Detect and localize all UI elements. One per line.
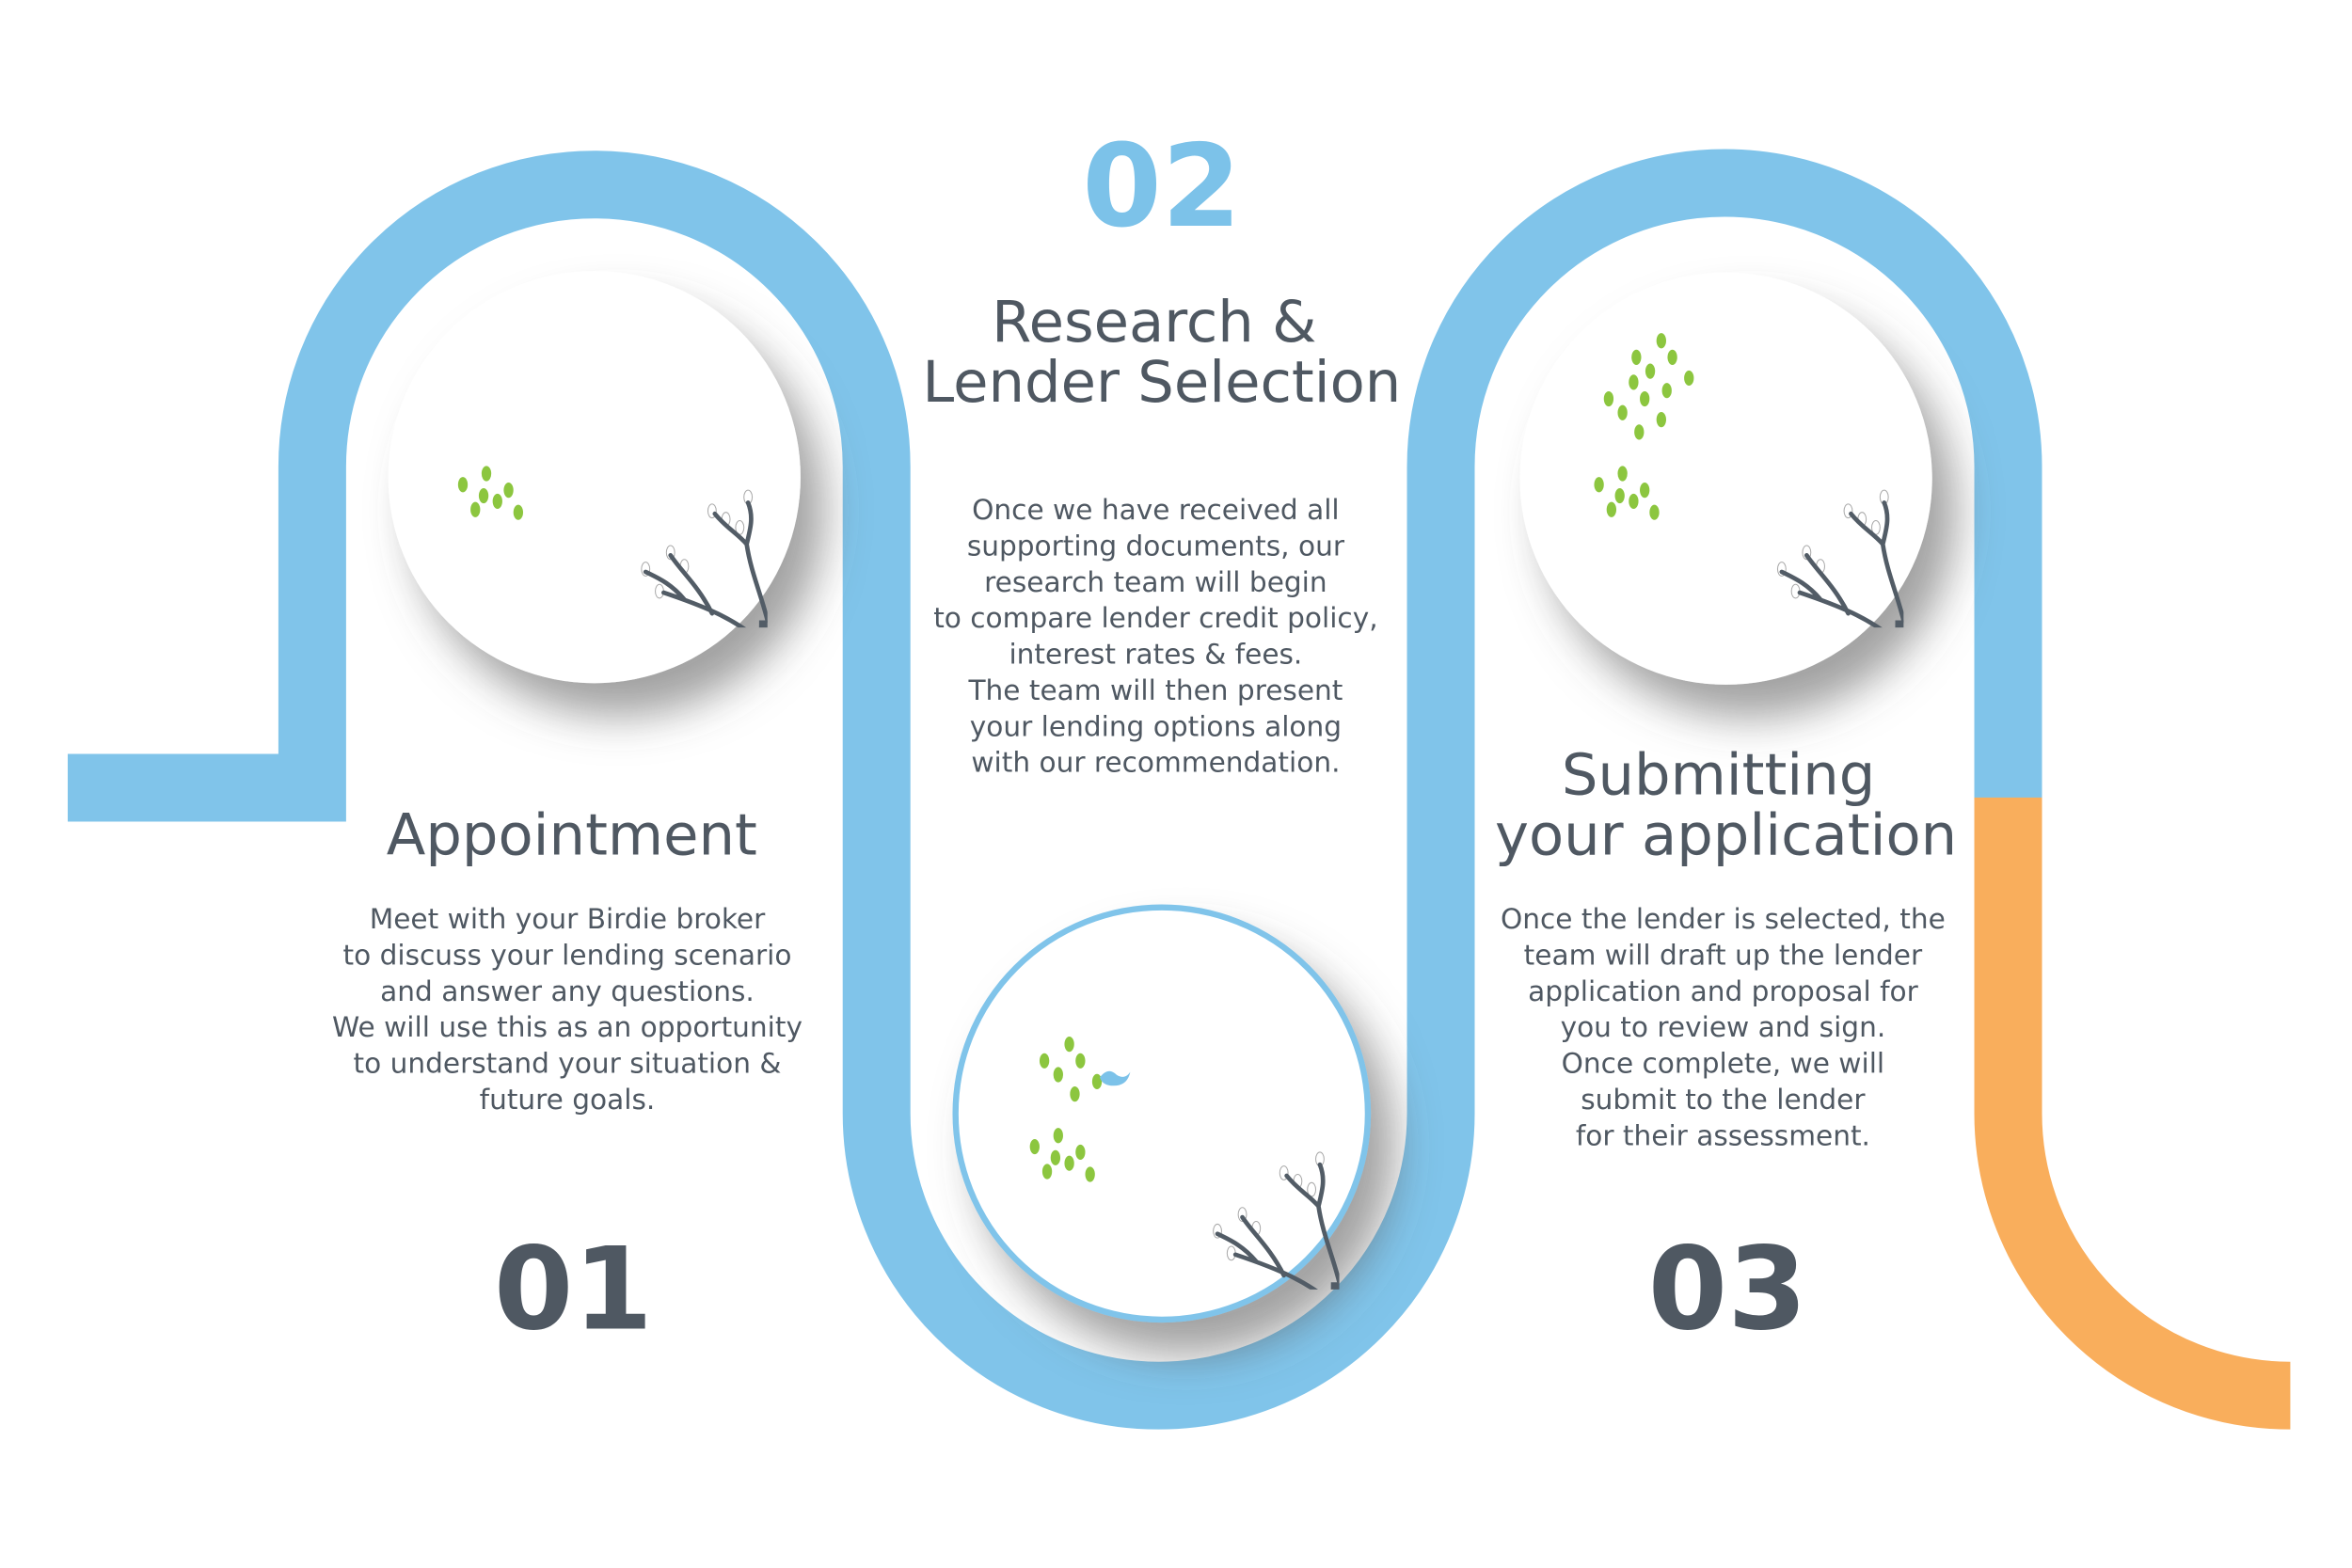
step-1-body-line: Meet with your Birdie broker xyxy=(370,903,766,935)
step-3-number: 03 xyxy=(1648,1223,1807,1356)
process-path-orange xyxy=(1974,797,2291,1430)
step-1-body-line: to understand your situation & xyxy=(354,1048,782,1080)
step-3-body-line: for their assessment. xyxy=(1576,1119,1870,1151)
step-3-body-line: application and proposal for xyxy=(1528,975,1919,1007)
step-3-body-line: you to review and sign. xyxy=(1561,1011,1886,1043)
step-2-title-line: Lender Selection xyxy=(922,350,1401,416)
step-2-body-line: with our recommendation. xyxy=(971,747,1340,779)
step-3: Submitting your application Once the len… xyxy=(1495,743,1957,1356)
step-3-body-line: team will draft up the lender xyxy=(1524,939,1923,971)
step-1-body-line: to discuss your lending scenario xyxy=(343,939,792,971)
step-1-body-line: future goals. xyxy=(480,1084,656,1116)
step-3-tree-circle xyxy=(1519,272,1932,685)
step-3-body-line: submit to the lender xyxy=(1581,1084,1866,1116)
step-1-number: 01 xyxy=(494,1223,653,1356)
step-1-tree-circle xyxy=(388,271,801,684)
step-2-body-line: interest rates & fees. xyxy=(1009,639,1302,671)
step-2-body-line: research team will begin xyxy=(984,566,1327,598)
step-1: Appointment Meet with your Birdie broker… xyxy=(332,803,803,1356)
step-2-body-line: your lending options along xyxy=(970,710,1342,742)
step-2-body-line: supporting documents, our xyxy=(967,530,1345,562)
step-2-body-line: to compare lender credit policy, xyxy=(933,602,1377,634)
step-2-body-line: Once we have received all xyxy=(972,494,1339,526)
step-3-body-line: Once complete, we will xyxy=(1562,1048,1885,1080)
step-1-body-line: and answer any questions. xyxy=(380,975,755,1007)
step-2: 02 Research & Lender Selection Once we h… xyxy=(922,119,1401,779)
step-3-title-line: your application xyxy=(1495,803,1957,869)
step-2-body-line: The team will then present xyxy=(967,674,1343,706)
step-2-number: 02 xyxy=(1082,119,1241,253)
step-3-title-line: Submitting xyxy=(1562,743,1875,809)
process-path-blue xyxy=(67,149,2042,1430)
bird-icon xyxy=(1099,1070,1131,1086)
step-2-title-line: Research & xyxy=(992,290,1316,356)
tree-icon xyxy=(1029,1037,1499,1449)
step-3-body-line: Once the lender is selected, the xyxy=(1501,903,1946,935)
step-1-body-line: We will use this as an opportunity xyxy=(332,1011,803,1043)
step-1-title: Appointment xyxy=(387,803,757,869)
step-2-tree-circle xyxy=(952,904,1499,1449)
